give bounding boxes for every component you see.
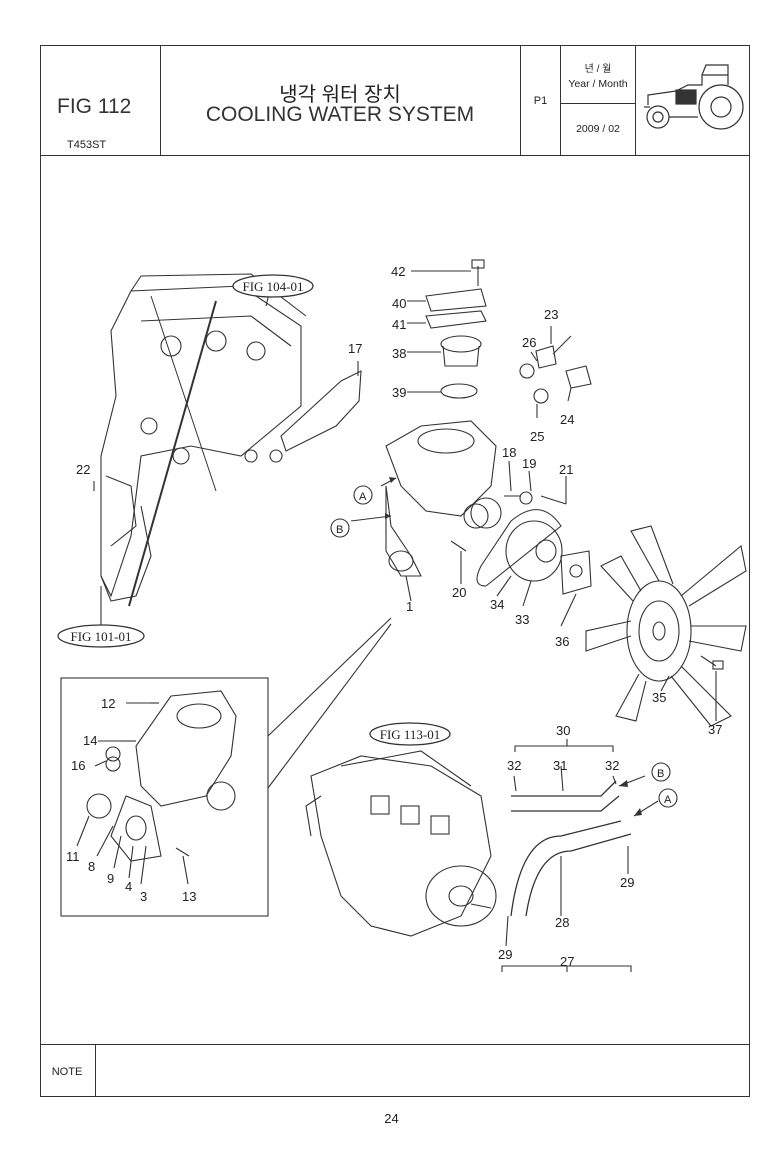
gasket-drawing [280,370,362,452]
ref-fig-104: FIG 104-01 [242,279,303,294]
callout-21: 21 [559,462,573,477]
date-value: 2009 / 02 [576,123,620,135]
callout-27: 27 [560,954,574,969]
fig-label: FIG 112 [57,95,132,118]
callout-13: 13 [182,889,196,904]
callout-18: 18 [502,445,516,460]
callout-16: 16 [71,758,85,773]
water-pump-drawing [385,420,502,577]
exploded-parts-diagram: FIG 104-01 FIG 101-01 FIG 113-01 42 40 4… [57,259,747,972]
callout-12: 12 [101,696,115,711]
ref-fig-101: FIG 101-01 [70,629,131,644]
page-number: 24 [384,1111,399,1126]
title-korean: 냉각 워터 장치 [279,84,401,106]
callout-8: 8 [88,859,95,874]
callout-35: 35 [652,690,666,705]
callout-4: 4 [125,879,132,894]
callout-29-right: 29 [620,875,634,890]
callout-28: 28 [555,915,569,930]
callout-41: 41 [392,317,406,332]
date-cell: 년 / 월 Year / Month 2009 / 02 [561,45,636,155]
callout-39: 39 [392,385,406,400]
engine-block-drawing [100,273,307,602]
callout-17: 17 [348,341,362,356]
inset-pump-drawing [86,690,237,862]
page-code-cell: P1 [521,45,561,155]
title-block: FIG 112 T453ST 냉각 워터 장치 COOLING WATER SY… [40,45,750,155]
callout-31: 31 [553,758,567,773]
callout-23: 23 [544,307,558,322]
callout-36: 36 [555,634,569,649]
callout-20: 20 [452,585,466,600]
injection-pump-drawing [305,750,497,937]
callout-19: 19 [522,456,536,471]
ref-fig-113: FIG 113-01 [380,727,441,742]
inset-frame [60,677,269,917]
callout-33: 33 [515,612,529,627]
callout-32-left: 32 [507,758,521,773]
model-label: T453ST [67,139,107,151]
date-divider [561,103,635,104]
callout-37: 37 [708,722,722,737]
date-korean: 년 / 월 [584,64,612,75]
title-english: COOLING WATER SYSTEM [205,103,475,126]
note-label-cell: NOTE [40,1044,96,1097]
callout-32-right: 32 [605,758,619,773]
callout-a: A [359,491,367,503]
fan-drawing [585,525,747,727]
note-label: NOTE [51,1066,83,1078]
callout-40: 40 [392,296,406,311]
page-frame [40,45,750,1097]
note-row: NOTE [40,1044,750,1097]
callout-38: 38 [392,346,406,361]
fig-cell: FIG 112 T453ST [40,45,161,155]
callout-9: 9 [107,871,114,886]
callout-30: 30 [556,723,570,738]
callout-1: 1 [406,599,413,614]
callout-24: 24 [560,412,574,427]
callout-b: B [336,524,343,536]
tractor-icon-cell [636,45,750,155]
page-code: P1 [533,95,548,107]
callout-22: 22 [76,462,90,477]
callout-25: 25 [530,429,544,444]
callout-3: 3 [140,889,147,904]
callout-26: 26 [522,335,536,350]
date-english: Year / Month [568,78,628,90]
callout-42: 42 [391,264,405,279]
callout-b-hose: B [657,768,664,780]
title-cell: 냉각 워터 장치 COOLING WATER SYSTEM [161,45,521,155]
callout-14: 14 [83,733,97,748]
callout-a-hose: A [664,794,672,806]
header-divider [40,155,750,156]
callout-11: 11 [66,849,80,864]
tractor-icon [644,64,744,130]
note-divider [40,1044,750,1045]
callout-34: 34 [490,597,504,612]
callout-29-left: 29 [498,947,512,962]
